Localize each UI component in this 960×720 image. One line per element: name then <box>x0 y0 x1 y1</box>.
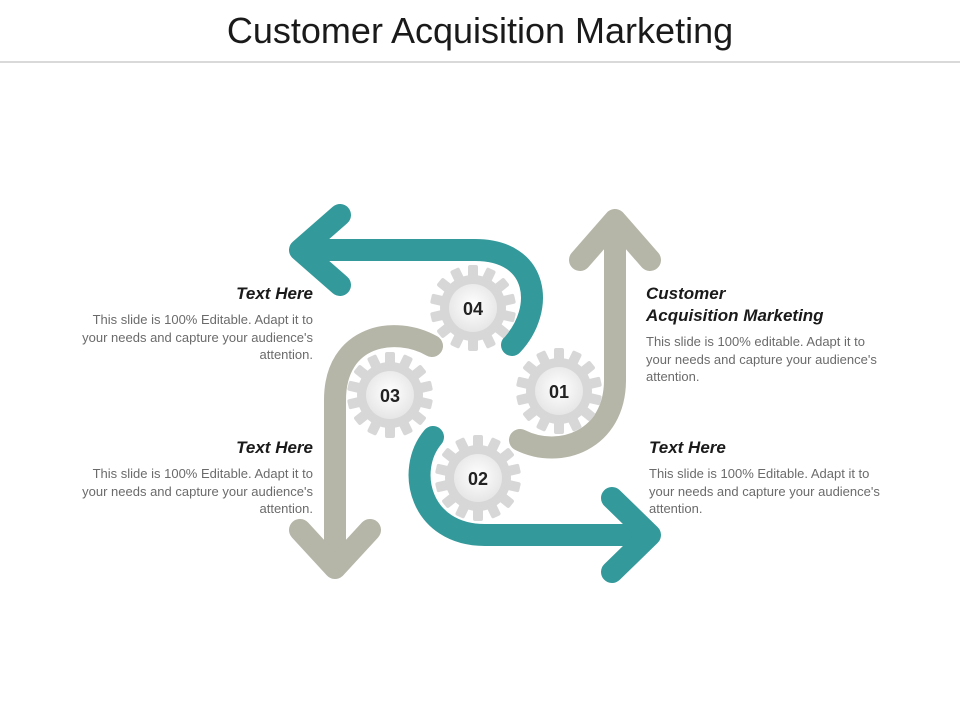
gear-04: 04 <box>430 265 516 351</box>
arrow-02-teal <box>408 426 661 583</box>
arrow-01-gray <box>509 209 661 459</box>
arrow-03-gray <box>289 325 443 579</box>
text-block-01-heading: Customer Acquisition Marketing <box>646 283 886 327</box>
gear-03: 03 <box>347 352 433 438</box>
text-block-03-heading: Text Here <box>236 438 313 457</box>
slide-title: Customer Acquisition Marketing <box>226 10 734 51</box>
title-divider <box>0 61 960 63</box>
text-block-02: Text Here This slide is 100% Editable. A… <box>649 437 889 518</box>
text-block-04-heading: Text Here <box>236 284 313 303</box>
gear-04-label: 04 <box>463 299 483 319</box>
text-block-01-heading-line2: Acquisition Marketing <box>646 306 824 325</box>
text-block-04-body: This slide is 100% Editable. Adapt it to… <box>82 312 313 362</box>
text-block-04: Text Here This slide is 100% Editable. A… <box>73 283 313 364</box>
text-block-03: Text Here This slide is 100% Editable. A… <box>73 437 313 518</box>
arrow-04-teal <box>289 204 543 356</box>
text-block-02-body: This slide is 100% Editable. Adapt it to… <box>649 466 880 516</box>
text-block-01-heading-line1: Customer <box>646 284 726 303</box>
text-block-03-body: This slide is 100% Editable. Adapt it to… <box>82 466 313 516</box>
gear-02-label: 02 <box>468 469 488 489</box>
gear-02: 02 <box>435 435 521 521</box>
text-block-01: Customer Acquisition Marketing This slid… <box>646 283 886 386</box>
text-block-02-heading: Text Here <box>649 438 726 457</box>
gear-01-label: 01 <box>549 382 569 402</box>
text-block-01-body: This slide is 100% editable. Adapt it to… <box>646 334 877 384</box>
gear-01: 01 <box>516 348 602 434</box>
gear-03-label: 03 <box>380 386 400 406</box>
